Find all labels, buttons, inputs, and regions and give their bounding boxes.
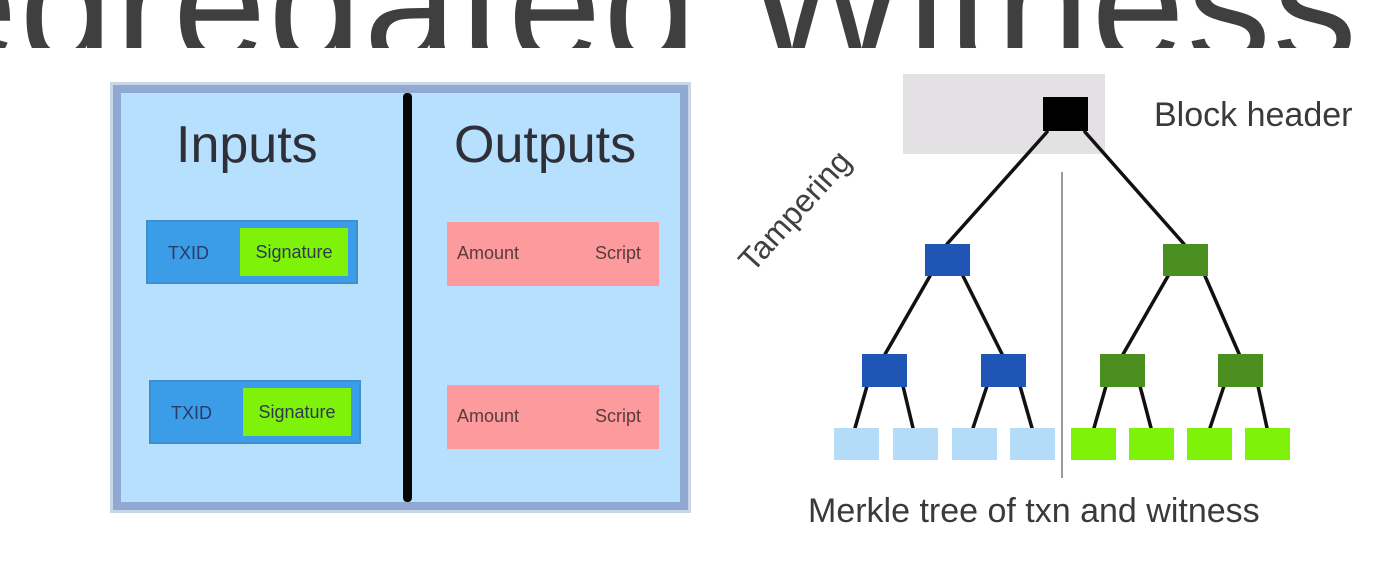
tree-edge [971,384,989,430]
witness-merkle-node [1218,354,1263,387]
outputs-heading: Outputs [454,116,637,174]
transaction-panel: Inputs Outputs TXID Signature TXID Signa… [113,85,688,510]
txn-leaf [1010,428,1055,460]
txn-merkle-node [981,354,1026,387]
witness-leaf [1129,428,1174,460]
input-box: TXID Signature [149,380,361,444]
witness-leaf [1245,428,1290,460]
slide-title: Segregated Witness [0,0,1399,48]
inputs-outputs-divider [403,93,412,502]
txn-leaf [952,428,997,460]
output-script: Script [594,243,641,263]
output-box: Amount Script [447,385,659,449]
tree-edge [1138,384,1153,430]
input-txid: TXID [168,243,210,263]
input-box: TXID Signature [146,220,358,284]
witness-merkle-node [1163,244,1208,276]
output-amount: Amount [457,406,520,426]
tree-edge [1092,384,1108,430]
slide-title-text: Segregated Witness [0,0,1359,48]
txn-leaf [893,428,938,460]
input-signature: Signature [240,228,348,276]
tree-edge [1208,384,1226,430]
txn-merkle-node [862,354,907,387]
tree-edge [1203,274,1242,358]
input-txid: TXID [171,403,213,423]
tree-edge [882,274,932,358]
witness-merkle-node [1100,354,1145,387]
tree-edge [1120,274,1170,358]
tree-edge [961,274,1005,358]
txn-leaf [834,428,879,460]
tree-edge [853,384,869,430]
tree-edge [1018,384,1034,430]
block-header-label: Block header [1154,96,1353,134]
merkle-caption: Merkle tree of txn and witness [808,492,1260,530]
tree-edge [945,130,1049,246]
tree-edge [901,384,915,430]
block-header-root-node [1043,97,1088,131]
output-script: Script [594,406,641,426]
tree-edge [1256,384,1269,430]
input-signature: Signature [243,388,351,436]
witness-leaf [1187,428,1232,460]
witness-leaf [1071,428,1116,460]
txn-merkle-node [925,244,970,276]
merkle-tree-diagram [834,74,1290,478]
tree-edges [853,130,1269,430]
output-amount: Amount [457,243,520,263]
tree-edge [1083,130,1186,246]
inputs-heading: Inputs [176,116,318,174]
output-box: Amount Script [447,222,659,286]
